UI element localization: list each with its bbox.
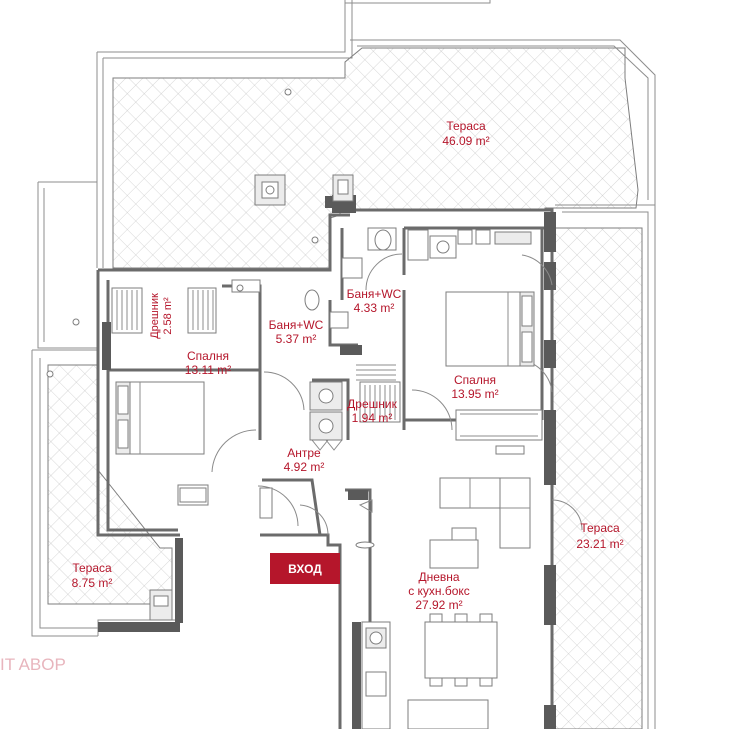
bath-left-name: Баня+WC (269, 318, 324, 332)
terrace-right-area: 23.21 m² (576, 537, 623, 551)
bedroom-right-area: 13.95 m² (451, 387, 498, 401)
terrace-top-name: Тераса (446, 119, 486, 133)
bath-right-name: Баня+WC (347, 287, 402, 301)
hall-area: 4.92 m² (284, 460, 325, 474)
watermark-text: IT ABOP (0, 655, 66, 674)
wardrobe-left-name: Дрешник (149, 293, 161, 339)
fixtures (46, 88, 543, 729)
terrace-left-area: 8.75 m² (72, 576, 113, 590)
terrace-right-name: Тераса (580, 521, 620, 535)
terrace-areas (47, 47, 643, 729)
bedroom-left-name: Спалня (187, 349, 229, 363)
wardrobe-right-name: Дрешник (347, 397, 397, 411)
terrace-right-floor (551, 227, 643, 729)
entry-badge: ВХОД (270, 553, 340, 584)
bedroom-left-area: 13.11 m² (185, 363, 231, 377)
room-labels: Тераса 46.09 m² Дрешник 2.58 m² Баня+WC … (72, 119, 624, 612)
terrace-top-area: 46.09 m² (442, 134, 489, 148)
wardrobe-left-area: 2.58 m² (162, 297, 174, 335)
entry-label: ВХОД (288, 562, 322, 576)
living-subname: с кухн.бокс (408, 584, 470, 598)
terrace-left-name: Тераса (72, 561, 112, 575)
bedroom-right-name: Спалня (454, 373, 496, 387)
living-area: 27.92 m² (415, 598, 462, 612)
bath-left-area: 5.37 m² (276, 332, 317, 346)
terrace-railings (31, 0, 656, 729)
wardrobe-right-area: 1.94 m² (352, 411, 393, 425)
bath-right-area: 4.33 m² (354, 301, 395, 315)
hall-name: Антре (287, 446, 321, 460)
living-name: Дневна (418, 570, 459, 584)
